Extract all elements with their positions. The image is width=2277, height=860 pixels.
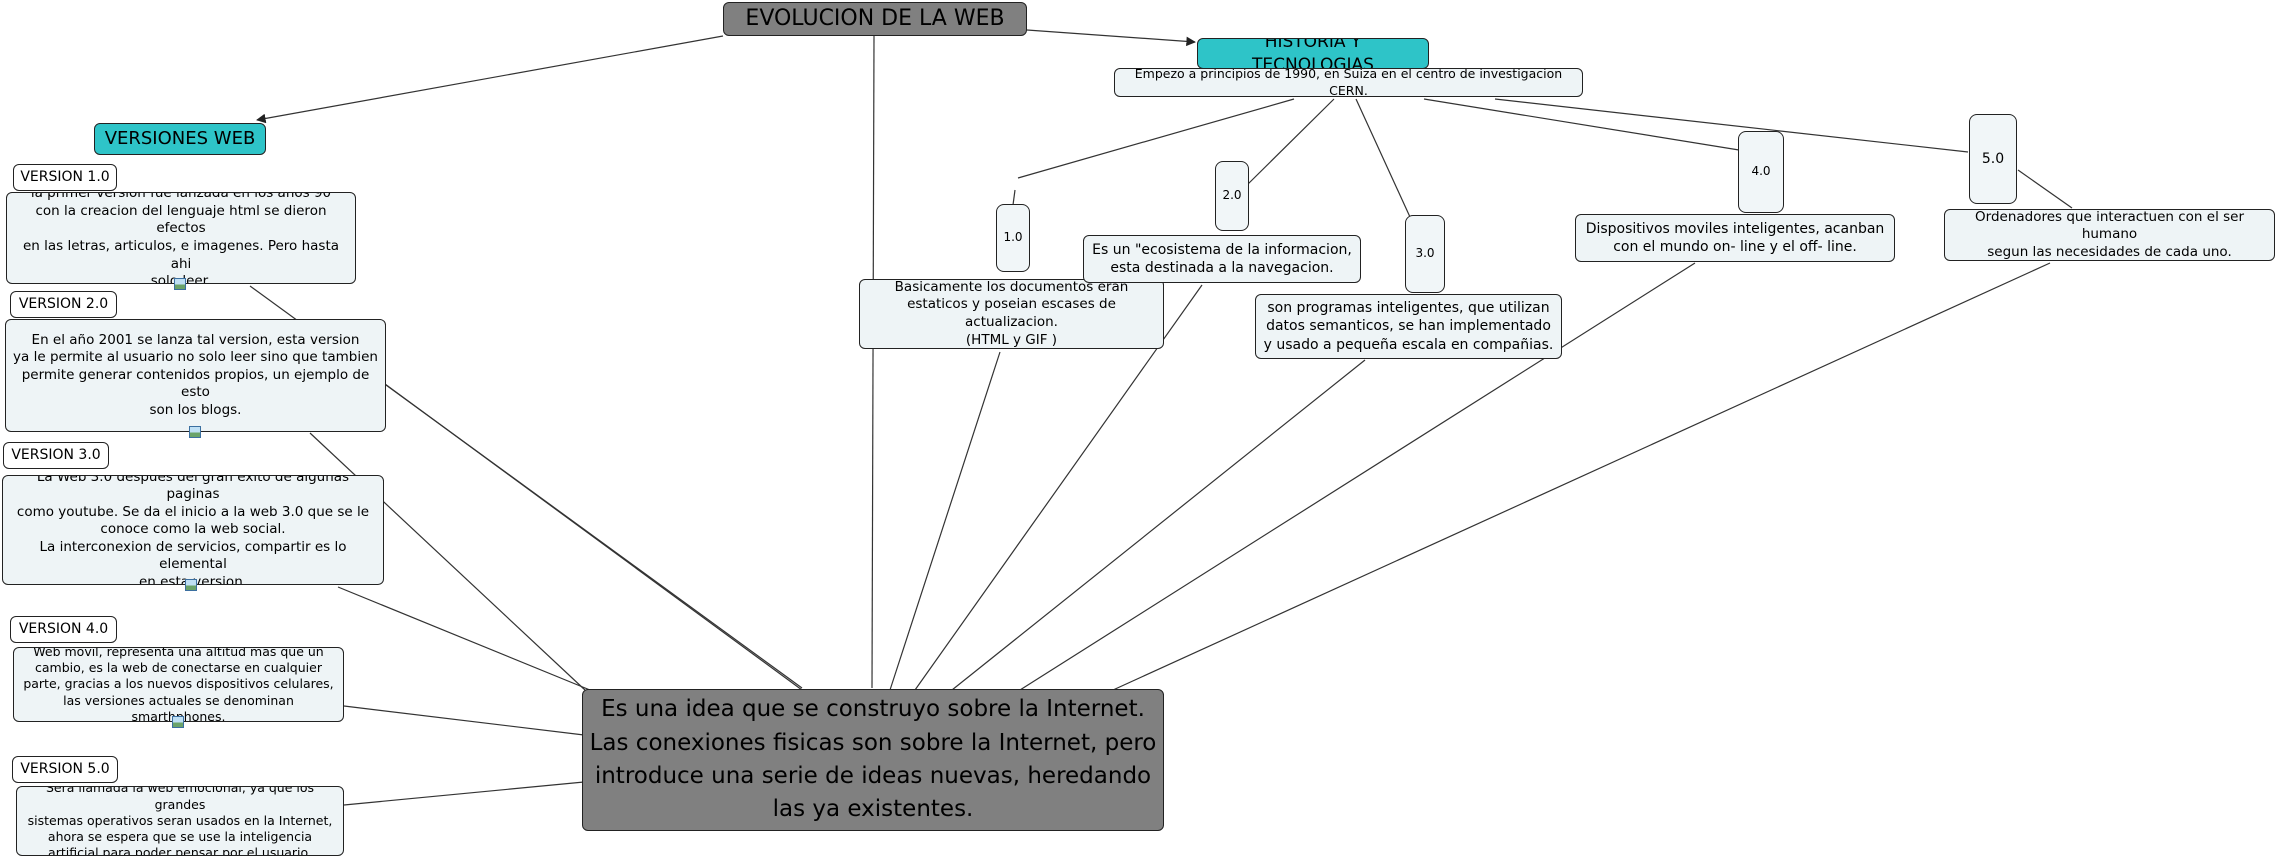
link-v4-center — [343, 705, 585, 736]
historia-5-desc[interactable]: Ordenadores que interactuen con el ser h… — [1944, 209, 2275, 261]
version-4-desc[interactable]: Web movil, representa una altitud mas qu… — [13, 647, 344, 722]
link-title-versiones — [256, 35, 724, 124]
version-badge-1[interactable]: 1.0 — [996, 204, 1030, 272]
version-5-label[interactable]: VERSION 5.0 — [12, 756, 118, 783]
link-origin-4 — [1423, 98, 1740, 151]
version-3-label[interactable]: VERSION 3.0 — [3, 442, 109, 469]
link-title-historia — [1026, 29, 1196, 47]
historia-header[interactable]: HISTORIA Y TECNOLOGIAS — [1197, 38, 1429, 69]
historia-2-desc[interactable]: Es un "ecosistema de la informacion, est… — [1083, 235, 1361, 283]
historia-origin[interactable]: Empezo a principios de 1990, en Suiza en… — [1114, 68, 1583, 97]
title-node[interactable]: EVOLUCION DE LA WEB — [723, 2, 1027, 36]
link-origin-1b — [1012, 189, 1016, 206]
historia-4-desc[interactable]: Dispositivos moviles inteligentes, acanb… — [1575, 214, 1895, 262]
image-icon[interactable] — [172, 716, 184, 728]
link-origin-2 — [1245, 98, 1335, 187]
version-badge-5[interactable]: 5.0 — [1969, 114, 2017, 204]
historia-3-desc[interactable]: son programas inteligentes, que utilizan… — [1255, 294, 1562, 359]
version-3-desc[interactable]: La Web 3.0 despues del gran exito de alg… — [2, 475, 384, 585]
link-origin-5 — [1494, 98, 1969, 153]
image-icon[interactable] — [185, 579, 197, 591]
version-2-label[interactable]: VERSION 2.0 — [10, 291, 117, 318]
link-h2-center — [914, 284, 1203, 691]
version-badge-2[interactable]: 2.0 — [1215, 161, 1249, 231]
link-origin-3 — [1355, 98, 1411, 218]
link-title-center — [871, 35, 875, 689]
link-v3-center — [337, 586, 591, 691]
link-v5-center — [343, 781, 585, 806]
link-origin-1 — [1017, 98, 1295, 179]
version-1-desc[interactable]: la primer version fue lanzada en los año… — [6, 192, 356, 284]
versiones-header[interactable]: VERSIONES WEB — [94, 123, 266, 155]
version-badge-4[interactable]: 4.0 — [1738, 131, 1784, 213]
version-badge-3[interactable]: 3.0 — [1405, 215, 1445, 293]
center-node[interactable]: Es una idea que se construyo sobre la In… — [582, 689, 1164, 831]
link-b5-desc5 — [2017, 169, 2073, 209]
image-icon[interactable] — [189, 426, 201, 438]
link-v2-center — [384, 383, 803, 691]
link-h3-center — [951, 359, 1366, 691]
historia-1-desc[interactable]: Basicamente los documentos eran estatico… — [859, 279, 1164, 349]
version-4-label[interactable]: VERSION 4.0 — [10, 616, 117, 643]
version-2-desc[interactable]: En el año 2001 se lanza tal version, est… — [5, 319, 386, 432]
image-icon[interactable] — [174, 278, 186, 290]
link-h4-center — [1019, 262, 1696, 691]
link-h1-center — [889, 351, 1001, 691]
version-5-desc[interactable]: Sera llamada la web emocional, ya que lo… — [16, 786, 344, 856]
link-h5-center — [1112, 262, 2051, 691]
version-1-label[interactable]: VERSION 1.0 — [13, 164, 117, 191]
line-stub-marker — [472, 66, 478, 71]
